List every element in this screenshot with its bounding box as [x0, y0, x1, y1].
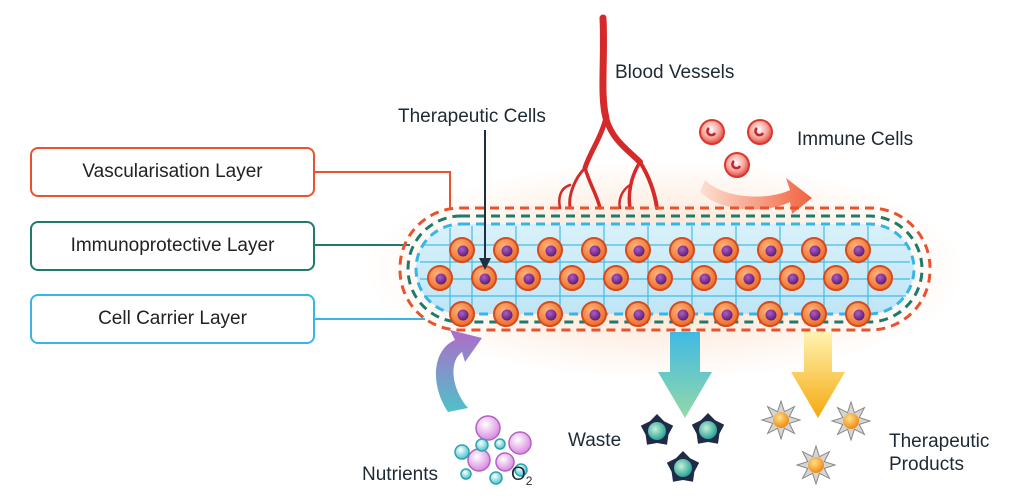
therapeutic-cell — [603, 265, 629, 291]
immunoprotective-layer-label: Immunoprotective Layer — [30, 221, 315, 271]
immune-cell — [747, 119, 773, 145]
therapeutic-cells-label: Therapeutic Cells — [398, 106, 546, 127]
therapeutic-cell — [515, 265, 541, 291]
immune-deflection-arrow — [700, 178, 812, 214]
oxygen-label-subscript: 2 — [525, 473, 533, 488]
therapeutic-cell — [757, 237, 783, 263]
therapeutic-cell — [801, 301, 827, 327]
therapeutic-cell — [779, 265, 805, 291]
therapeutic-cell — [823, 265, 849, 291]
therapeutic-cell — [867, 265, 893, 291]
therapeutic-cell — [471, 265, 497, 291]
vascularisation-layer-label: Vascularisation Layer — [30, 147, 315, 197]
therapeutic-products-label: Therapeutic Products — [889, 430, 989, 476]
oxygen-label-base: O — [511, 464, 526, 485]
therapeutic-cell — [427, 265, 453, 291]
immune-cell-group — [699, 119, 773, 178]
therapeutic-cell — [845, 237, 871, 263]
therapeutic-cells — [427, 237, 893, 327]
waste-particle — [640, 414, 674, 445]
products-arrow — [791, 332, 845, 418]
therapeutic-product-particle — [830, 400, 872, 442]
immunoprotective-layer — [406, 214, 924, 324]
therapeutic-cell — [669, 301, 695, 327]
therapeutic-cell — [801, 237, 827, 263]
vascularisation-layer-text: Vascularisation Layer — [82, 161, 263, 182]
waste-particle — [666, 451, 700, 482]
waste-particle — [691, 413, 725, 444]
therapeutic-cell — [691, 265, 717, 291]
therapeutic-products-line1: Therapeutic — [889, 431, 990, 452]
nutrient-particles — [454, 415, 532, 485]
blood-vessels — [558, 14, 659, 210]
oxygen-label: O2 — [511, 464, 532, 488]
connector-lines — [315, 171, 451, 320]
therapeutic-product-particle — [760, 399, 802, 441]
therapeutic-cell — [581, 301, 607, 327]
therapeutic-cells-pointer — [479, 130, 491, 270]
therapeutic-cell — [669, 237, 695, 263]
cell-carrier-layer-label: Cell Carrier Layer — [30, 294, 315, 344]
immune-cell — [724, 152, 750, 178]
therapeutic-cell — [735, 265, 761, 291]
therapeutic-cell — [713, 301, 739, 327]
therapeutic-product-particle — [795, 444, 837, 486]
therapeutic-product-particles — [760, 399, 872, 486]
therapeutic-cell — [625, 237, 651, 263]
therapeutic-cell — [713, 237, 739, 263]
therapeutic-cell — [449, 301, 475, 327]
immune-cell — [699, 119, 725, 145]
cell-carrier-layer-text: Cell Carrier Layer — [98, 308, 247, 329]
therapeutic-cell — [493, 237, 519, 263]
therapeutic-cell — [559, 265, 585, 291]
immune-cells-label: Immune Cells — [797, 129, 914, 150]
therapeutic-cell — [581, 237, 607, 263]
therapeutic-cell — [625, 301, 651, 327]
therapeutic-cell — [647, 265, 673, 291]
therapeutic-cell — [537, 301, 563, 327]
therapeutic-cell — [493, 301, 519, 327]
therapeutic-products-line2: Products — [889, 454, 964, 475]
therapeutic-cell — [845, 301, 871, 327]
therapeutic-cell — [449, 237, 475, 263]
waste-arrow — [658, 332, 712, 418]
blood-vessels-label: Blood Vessels — [615, 62, 735, 83]
waste-label: Waste — [568, 430, 622, 451]
nutrients-arrow — [435, 330, 482, 412]
therapeutic-cell — [537, 237, 563, 263]
waste-particles — [640, 413, 725, 482]
nutrients-label: Nutrients — [362, 464, 439, 485]
immunoprotective-layer-text: Immunoprotective Layer — [70, 235, 275, 256]
therapeutic-cell — [757, 301, 783, 327]
